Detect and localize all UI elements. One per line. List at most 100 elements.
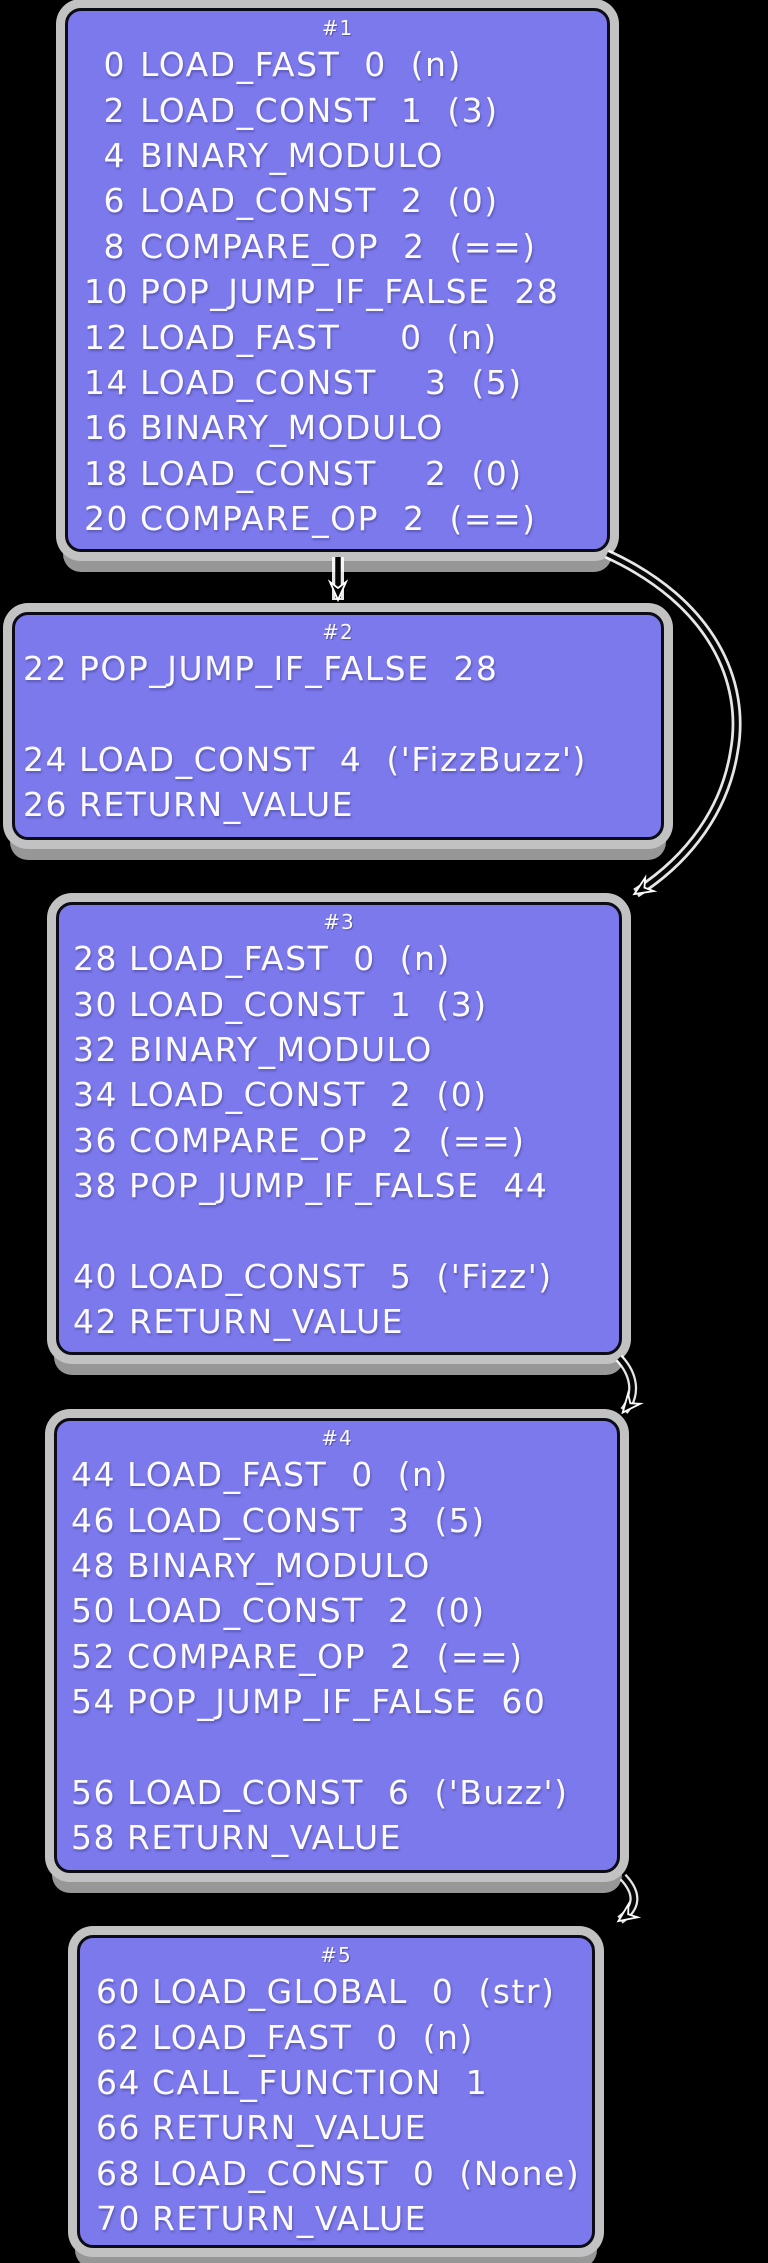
instruction-text: LOAD_CONST 1 (3) [129,984,488,1024]
instruction-text: LOAD_GLOBAL 0 (str) [152,1972,556,2012]
instruction-line: 50 LOAD_CONST 2 (0) [71,1588,617,1633]
instruction-line: 6 LOAD_CONST 2 (0) [84,178,607,223]
instruction-offset: 32 [73,1029,118,1069]
instruction-line: 30 LOAD_CONST 1 (3) [73,981,619,1026]
instruction-text: LOAD_CONST 4 ('FizzBuzz') [79,739,587,779]
block-label: #4 [321,1426,353,1450]
instruction-offset: 24 [23,739,68,779]
instruction-offset: 64 [96,2062,141,2102]
instruction-text: LOAD_CONST 1 (3) [140,90,499,130]
instruction-offset: 60 [96,1972,141,2012]
instruction-line: 66 RETURN_VALUE [96,2105,592,2150]
instruction-text: LOAD_CONST 3 (5) [140,362,523,402]
instruction-text: BINARY_MODULO [127,1545,431,1585]
instruction-text: LOAD_FAST 0 (n) [127,1455,449,1495]
instruction-text: LOAD_CONST 2 (0) [129,1075,488,1115]
instruction-text: RETURN_VALUE [152,2108,427,2148]
instruction-offset: 14 [84,362,129,402]
instruction-offset: 30 [73,984,118,1024]
instruction-line: 32 BINARY_MODULO [73,1027,619,1072]
instruction-line: 52 COMPARE_OP 2 (==) [71,1634,617,1679]
instruction-offset: 40 [73,1256,118,1296]
instruction-offset: 70 [96,2199,141,2239]
instruction-offset: 6 [103,181,126,221]
instruction-line: 68 LOAD_CONST 0 (None) [96,2151,592,2196]
instruction-line: 54 POP_JUMP_IF_FALSE 60 [71,1679,617,1724]
instruction-text: CALL_FUNCTION 1 [152,2062,489,2102]
instruction-line: 48 BINARY_MODULO [71,1543,617,1588]
instruction-offset: 2 [103,90,126,130]
instruction-line [23,691,661,736]
instruction-text: LOAD_CONST 2 (0) [140,181,499,221]
instruction-offset: 48 [71,1545,116,1585]
instruction-offset: 18 [84,453,129,493]
instruction-line: 46 LOAD_CONST 3 (5) [71,1497,617,1542]
instruction-line [73,1208,619,1253]
instruction-offset: 68 [96,2153,141,2193]
instruction-text: COMPARE_OP 2 (==) [140,499,537,539]
edge-3-4 [617,1356,633,1411]
instruction-offset: 54 [71,1682,116,1722]
instruction-offset: 56 [71,1772,116,1812]
instruction-offset: 10 [84,272,129,312]
instruction-line: 60 LOAD_GLOBAL 0 (str) [96,1969,592,2014]
instruction-offset: 58 [71,1818,116,1858]
instruction-line: 64 CALL_FUNCTION 1 [96,2060,592,2105]
instruction-offset: 62 [96,2017,141,2057]
block-label: #3 [323,910,355,934]
instruction-line: 40 LOAD_CONST 5 ('Fizz') [73,1254,619,1299]
instruction-offset: 36 [73,1120,118,1160]
block-label: #1 [321,16,354,40]
instruction-text: BINARY_MODULO [129,1029,433,1069]
instruction-text: POP_JUMP_IF_FALSE 28 [140,272,560,312]
instruction-offset: 42 [73,1302,118,1342]
instruction-line: 10 POP_JUMP_IF_FALSE 28 [84,269,607,314]
instruction-text: LOAD_FAST 0 (n) [140,317,498,357]
instruction-offset: 50 [71,1591,116,1631]
instruction-offset: 66 [96,2108,141,2148]
instruction-text: LOAD_CONST 6 ('Buzz') [127,1772,569,1812]
instruction-text: POP_JUMP_IF_FALSE 60 [127,1682,547,1722]
edge-casing-4-5 [617,1873,639,1924]
instruction-offset: 52 [71,1636,116,1676]
instruction-offset: 0 [103,45,126,85]
edge-casing-3-4 [615,1354,638,1414]
instruction-offset: 20 [84,499,129,539]
instruction-line [71,1724,617,1769]
instruction-offset: 22 [23,649,68,689]
instruction-text: RETURN_VALUE [152,2199,427,2239]
instruction-text: COMPARE_OP 2 (==) [140,226,537,266]
instruction-text: LOAD_CONST 3 (5) [127,1500,486,1540]
instruction-offset: 46 [71,1500,116,1540]
instruction-offset: 16 [84,408,129,448]
instruction-text: COMPARE_OP 2 (==) [127,1636,524,1676]
instruction-text: RETURN_VALUE [129,1302,404,1342]
instruction-text: LOAD_CONST 2 (0) [127,1591,486,1631]
instruction-line: 14 LOAD_CONST 3 (5) [84,360,607,405]
edge-4-5 [620,1875,634,1920]
instruction-offset: 26 [23,785,68,825]
block-label: #2 [322,620,354,644]
instruction-text: LOAD_CONST 0 (None) [152,2153,581,2193]
instruction-text: LOAD_CONST 5 ('Fizz') [129,1256,553,1296]
